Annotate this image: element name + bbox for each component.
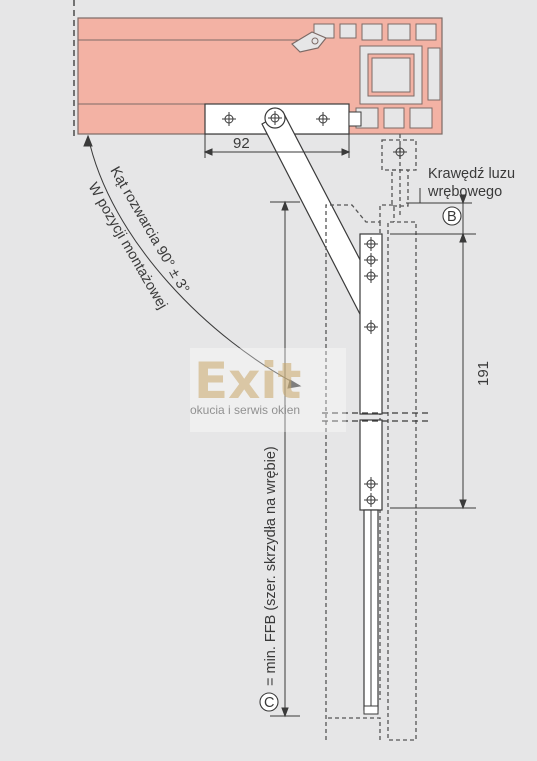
rebate-edge-label-line1: Krawędź luzu [428, 166, 515, 182]
marker-b: B [442, 206, 462, 226]
dimension-191-label: 191 [475, 361, 492, 386]
vertical-rail [322, 233, 432, 715]
dimension-c [270, 200, 300, 718]
watermark-subtitle: okucia i serwis okien [190, 403, 300, 417]
rebate-edge-dimension [406, 188, 472, 243]
opening-angle-arc [83, 134, 302, 389]
watermark-logo: Exit [194, 352, 301, 410]
dimension-191 [390, 232, 476, 510]
dimension-92-label: 92 [233, 135, 250, 152]
min-sash-width-label: = min. FFB (szer. skrzydła na wrębie) [263, 446, 279, 686]
watermark: Exit okucia i serwis okien [190, 348, 346, 432]
svg-text:B: B [447, 209, 457, 225]
marker-c: C [259, 692, 279, 712]
svg-text:C: C [264, 695, 274, 711]
dimension-92 [203, 134, 351, 158]
rebate-edge-label-line2: wrębowego [427, 184, 502, 200]
